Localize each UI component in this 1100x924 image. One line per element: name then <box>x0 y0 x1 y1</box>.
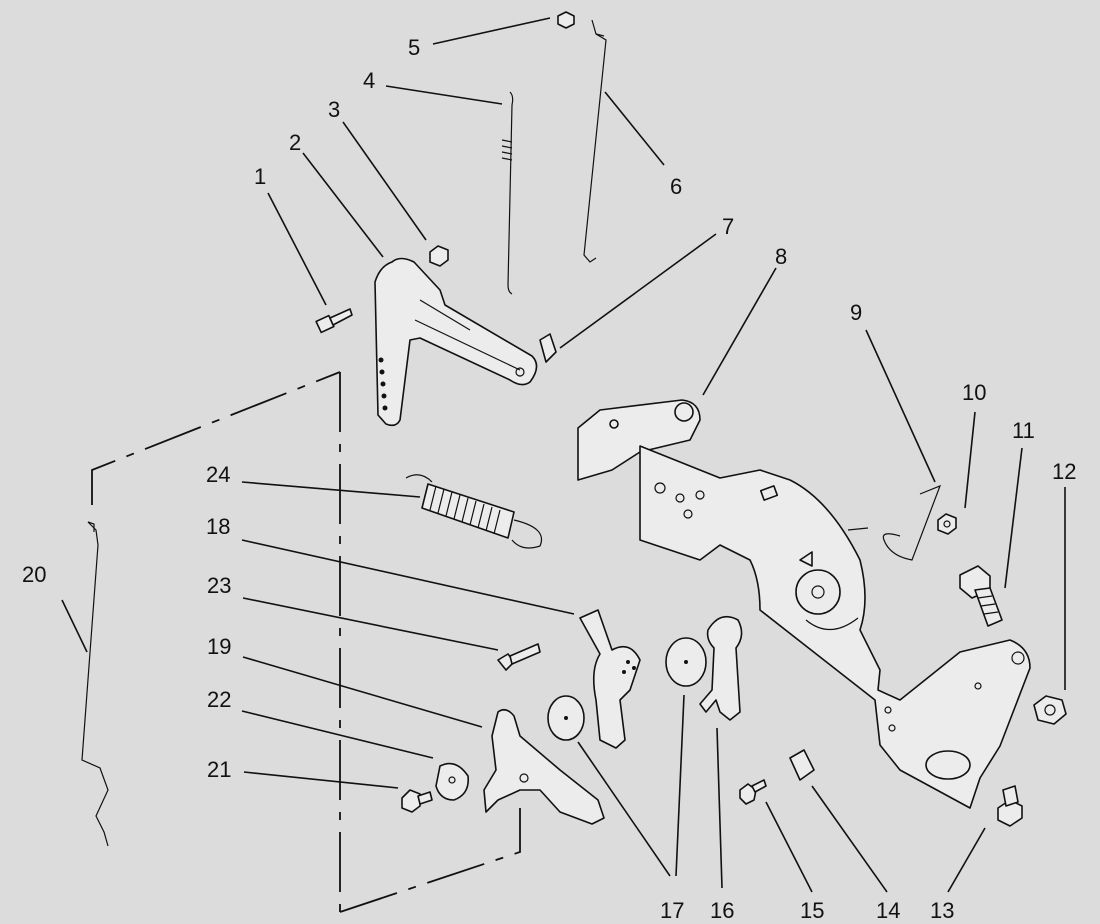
callout-labels: 1 2 3 4 5 6 7 8 9 10 11 12 13 14 15 16 1… <box>22 35 1076 923</box>
nut-part-12 <box>1033 695 1067 725</box>
callout-23: 23 <box>207 573 231 598</box>
screw-part-23 <box>497 643 541 671</box>
callout-10: 10 <box>962 380 986 405</box>
callout-14: 14 <box>876 898 900 923</box>
nut-part-3 <box>429 245 449 267</box>
callout-4: 4 <box>363 68 375 93</box>
bolt-part-11 <box>959 565 1003 627</box>
callout-11: 11 <box>1012 418 1035 443</box>
screw-part-1 <box>315 308 353 334</box>
callout-15: 15 <box>800 898 824 923</box>
callout-13: 13 <box>930 898 954 923</box>
link-lever-part-18 <box>579 609 641 749</box>
leader-lines <box>61 17 1066 893</box>
choke-rod-part-20 <box>81 521 109 847</box>
coil-spring-part-24 <box>405 474 542 549</box>
callout-21: 21 <box>207 757 231 782</box>
bolt-part-15 <box>739 779 767 805</box>
clip-part-14 <box>789 749 815 781</box>
control-lever-part-2 <box>374 257 538 427</box>
spring-part-9 <box>847 484 942 561</box>
bolt-part-21 <box>401 789 433 813</box>
assembly-bracket-lines <box>91 371 521 913</box>
callout-24: 24 <box>206 462 230 487</box>
fitting-part-13 <box>997 785 1023 827</box>
callout-22: 22 <box>207 687 231 712</box>
control-plate-part-8 <box>577 399 1031 809</box>
callout-12: 12 <box>1052 459 1076 484</box>
callout-1: 1 <box>254 164 266 189</box>
callout-16: 16 <box>710 898 734 923</box>
link-rod-part-6 <box>583 19 607 263</box>
callout-9: 9 <box>850 300 862 325</box>
bracket-lever-part-19 <box>483 708 605 825</box>
callout-8: 8 <box>775 244 787 269</box>
cam-lever-part-16 <box>699 615 743 721</box>
callout-5: 5 <box>408 35 420 60</box>
washer-part-22 <box>435 762 470 801</box>
callout-19: 19 <box>207 634 231 659</box>
callout-3: 3 <box>328 97 340 122</box>
washer-part-17 <box>547 637 707 741</box>
callout-18: 18 <box>206 514 230 539</box>
callout-17: 17 <box>660 898 684 923</box>
clip-part-7 <box>539 333 557 363</box>
callout-7: 7 <box>722 214 734 239</box>
callout-20: 20 <box>22 562 46 587</box>
callout-2: 2 <box>289 130 301 155</box>
nut-part-10 <box>937 513 957 535</box>
rod-part-4 <box>501 91 514 295</box>
callout-6: 6 <box>670 174 682 199</box>
nut-part-5 <box>557 11 575 29</box>
